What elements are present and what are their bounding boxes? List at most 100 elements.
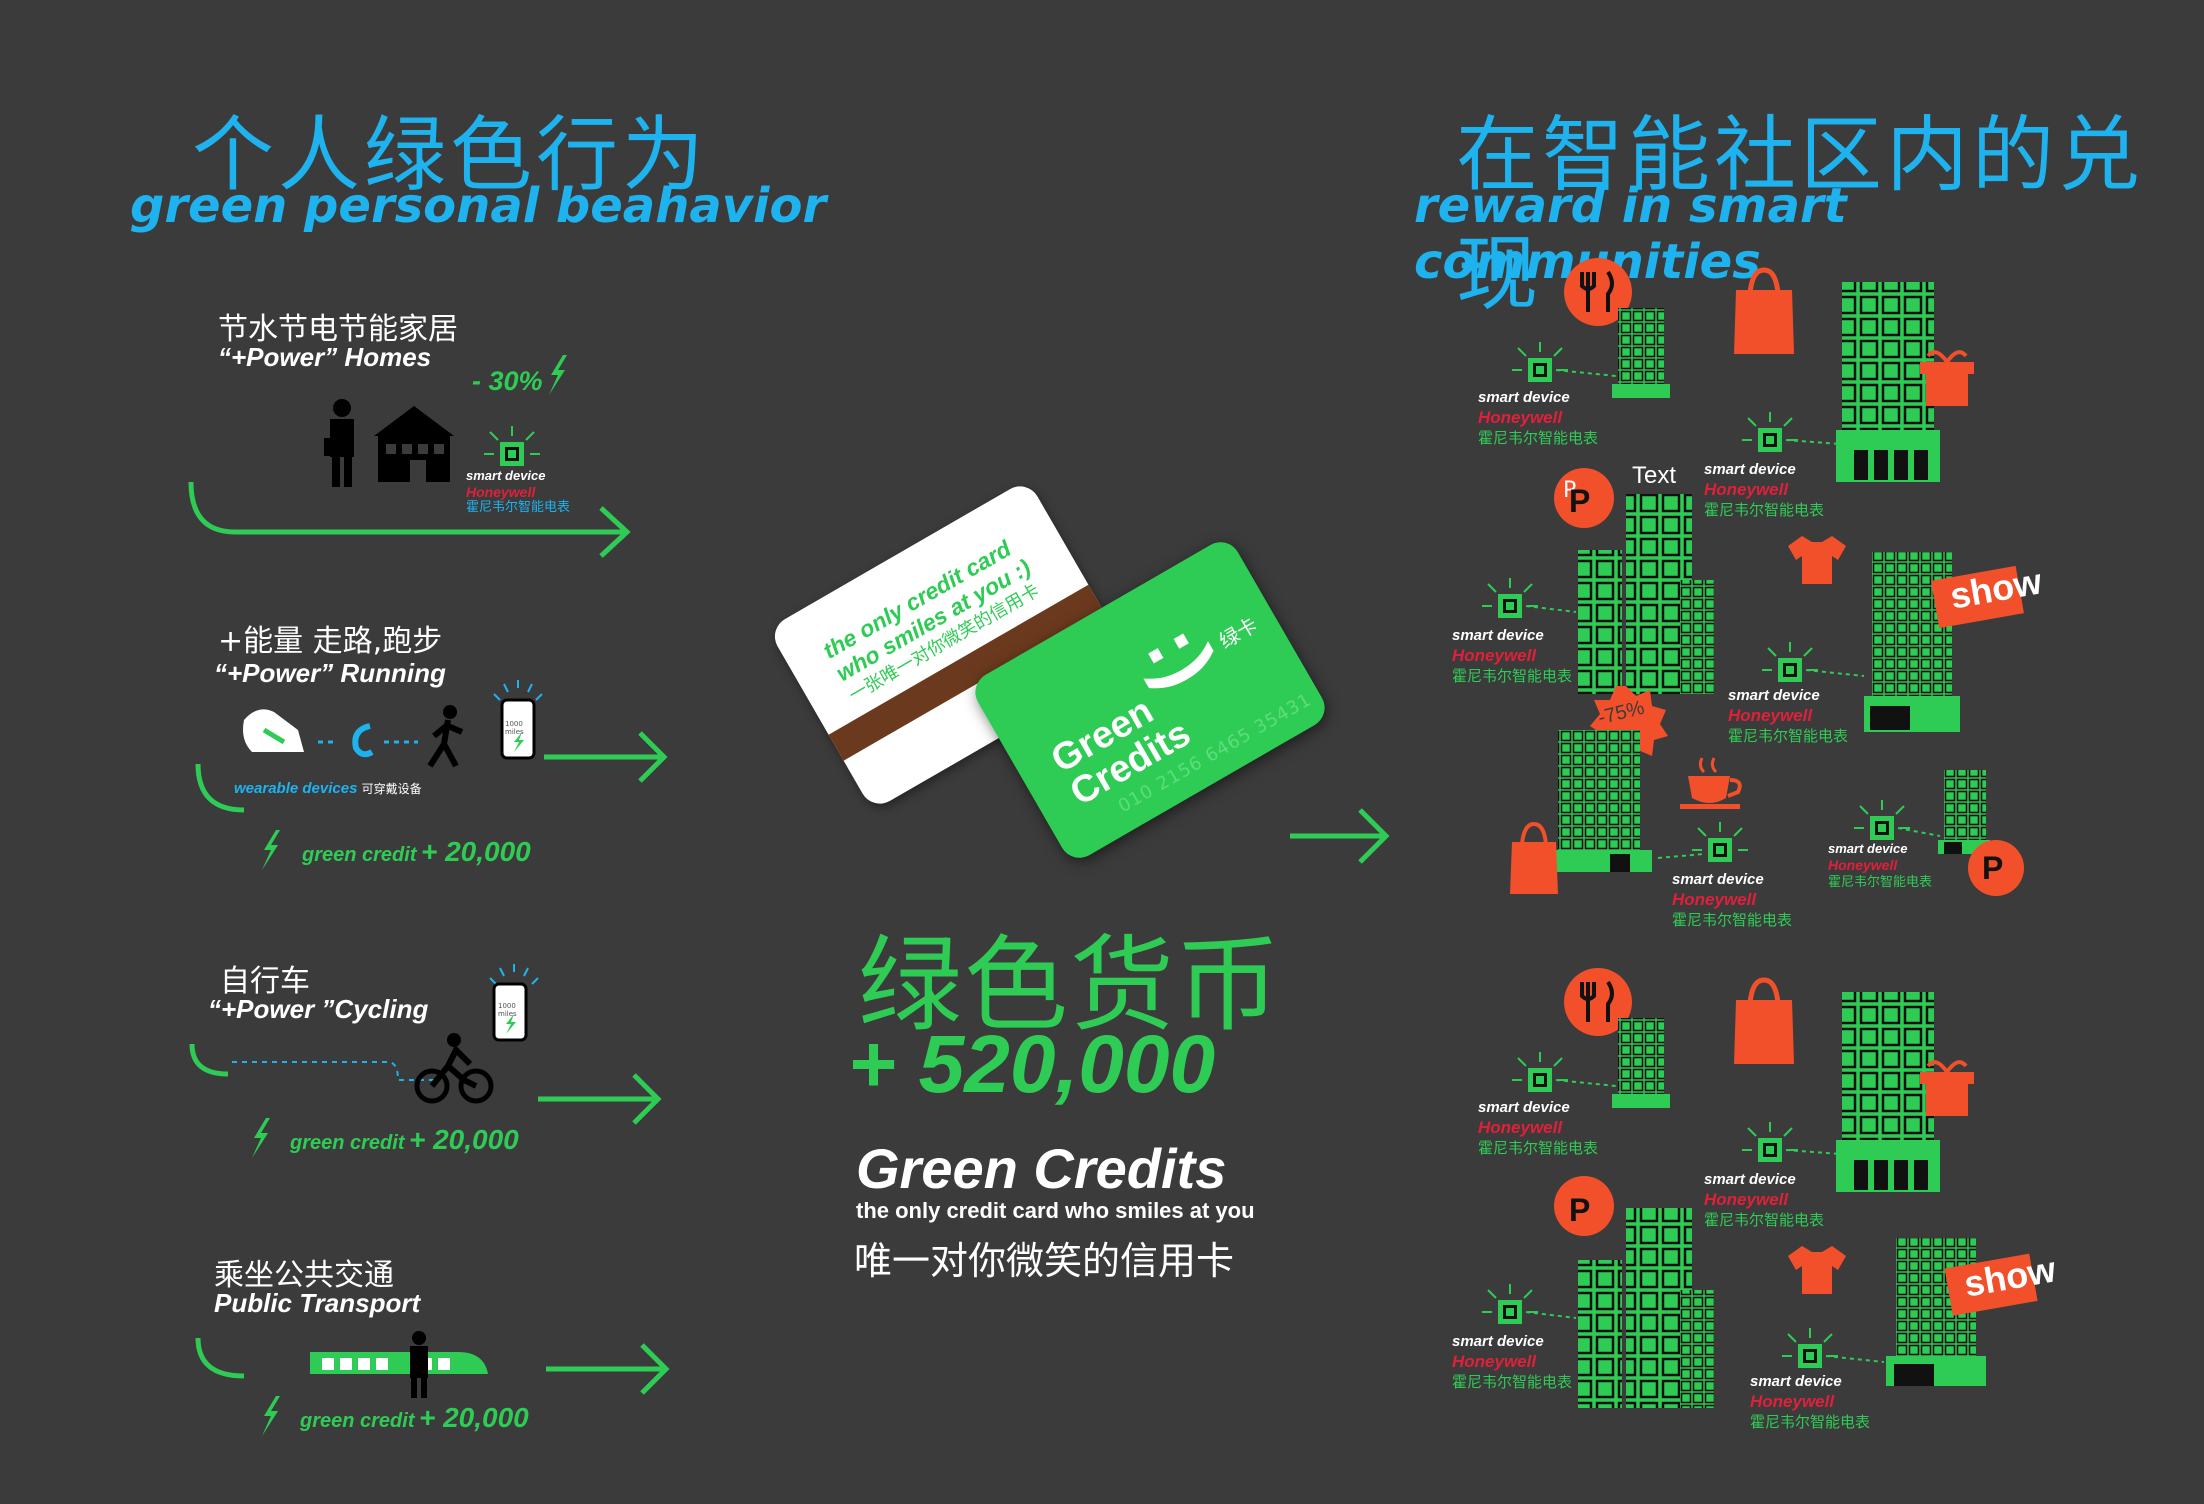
credit-label: green credit	[302, 844, 417, 866]
device-cn: 霍尼韦尔智能电表	[1750, 1413, 1871, 1431]
device-cn: 霍尼韦尔智能电表	[1452, 1373, 1573, 1391]
device-brand: Honeywell	[1672, 890, 1757, 909]
device-cn: 霍尼韦尔智能电表	[1704, 501, 1825, 519]
phone-icon	[493, 680, 543, 760]
running-arrow	[544, 731, 668, 783]
shopping-bag-icon	[1510, 821, 1558, 894]
device-brand: Honeywell	[1704, 1190, 1789, 1209]
credit-value: + 20,000	[418, 1402, 529, 1433]
cycling-label-en: “+Power ”Cycling	[208, 994, 429, 1024]
homes-arrow	[188, 481, 631, 558]
text-placeholder: Text	[1632, 462, 1677, 489]
credit-value: + 20,000	[408, 1124, 519, 1155]
cycling-credit: green credit + 20,000	[290, 1124, 519, 1156]
currency-value: + 520,000	[848, 1019, 1216, 1110]
credit-value: + 20,000	[420, 836, 531, 867]
wearable-label-cn: 可穿戴设备	[361, 782, 422, 796]
bolt-icon	[262, 1396, 280, 1436]
parking-letter: P	[1569, 483, 1591, 519]
left-title-en: green personal beahavior	[130, 178, 827, 234]
bolt-icon	[252, 1118, 270, 1158]
cycling-phone-text: 1000 miles	[498, 1002, 517, 1018]
cycling-label-cn: 自行车	[220, 964, 310, 999]
homes-saving: - 30%	[472, 366, 543, 396]
device-en: smart device	[466, 468, 546, 483]
credit-label: green credit	[290, 1132, 405, 1154]
train-icon	[195, 1331, 488, 1398]
brand-name: Green Credits	[856, 1137, 1227, 1200]
phone-icon	[489, 964, 539, 1042]
device-brand: Honeywell	[1478, 408, 1563, 427]
cycling-path	[189, 1043, 434, 1081]
tshirt-icon	[1788, 1246, 1846, 1294]
center-arrow	[1290, 808, 1390, 864]
credit-label: green credit	[300, 1410, 415, 1432]
device-brand: Honeywell	[1750, 1392, 1835, 1411]
running-devices-icons	[243, 705, 464, 768]
running-label-cn: +能量 走路,跑步	[218, 624, 443, 659]
bolt-icon	[262, 830, 280, 870]
running-phone-text: 1000 miles	[505, 720, 524, 736]
device-cn: 霍尼韦尔智能电表	[466, 500, 571, 515]
right-title-en: reward in smart communities	[1414, 178, 1847, 290]
homes-label-cn: 节水节电节能家居	[218, 312, 458, 347]
transport-arrow	[546, 1343, 670, 1395]
device-brand: Honeywell	[1452, 646, 1537, 665]
right-title-cn: 在智能社区内的兑现	[1456, 108, 2145, 322]
shopping-bag-icon	[1734, 977, 1794, 1064]
wearable-label-en: wearable devices	[234, 780, 358, 797]
gift-icon	[1920, 1060, 1974, 1116]
community-block-bottom	[1481, 968, 2038, 1408]
restaurant-icon	[1564, 258, 1632, 326]
gift-icon	[1920, 350, 1974, 406]
device-en: smart device	[1704, 1171, 1796, 1188]
show-badge	[1930, 565, 2024, 629]
device-en: smart device	[1452, 627, 1544, 644]
smart-meter-icon	[483, 425, 541, 467]
wearable-label: wearable devices 可穿戴设备	[234, 780, 422, 797]
device-cn: 霍尼韦尔智能电表	[1704, 1211, 1825, 1229]
device-en: smart device	[1728, 687, 1820, 704]
cycling-arrow	[538, 1073, 662, 1125]
parking-icon	[1968, 840, 2024, 896]
tshirt-icon	[1788, 536, 1846, 584]
bolt-icon	[549, 355, 567, 395]
brand-tagline-cn: 唯一对你微笑的信用卡	[854, 1239, 1235, 1283]
device-cn: 霍尼韦尔智能电表	[1728, 727, 1849, 745]
device-en: smart device	[1828, 841, 1908, 856]
community-block-top	[1481, 258, 2024, 896]
device-brand: Honeywell	[1478, 1118, 1563, 1137]
currency-title-cn: 绿色货币	[858, 924, 1283, 1046]
device-brand: Honeywell	[1728, 706, 1813, 725]
restaurant-icon	[1564, 968, 1632, 1036]
parking-p: P	[1563, 478, 1577, 503]
device-cn: 霍尼韦尔智能电表	[1828, 875, 1933, 890]
show-badge	[1944, 1253, 2038, 1316]
transport-label-cn: 乘坐公共交通	[214, 1258, 394, 1293]
parking-letter-3: P	[1569, 1192, 1591, 1228]
homes-device: smart device Honeywell 霍尼韦尔智能电表	[466, 468, 570, 516]
device-brand: Honeywell	[1704, 480, 1789, 499]
device-brand: Honeywell	[1452, 1352, 1537, 1371]
coffee-cup-icon	[1680, 757, 1742, 809]
running-label-en: “+Power” Running	[214, 658, 446, 688]
device-en: smart device	[1452, 1333, 1544, 1350]
shopping-bag-icon	[1734, 267, 1794, 354]
homes-person-house-icon	[324, 399, 454, 487]
device-cn: 霍尼韦尔智能电表	[1478, 1139, 1599, 1157]
card-front-name: Green Credits	[1044, 681, 1197, 814]
left-title-cn: 个人绿色行为	[192, 108, 709, 203]
device-cn: 霍尼韦尔智能电表	[1452, 667, 1573, 685]
homes-label-en: “+Power” Homes	[218, 342, 432, 372]
running-credit: green credit + 20,000	[302, 836, 531, 868]
transport-label-en: Public Transport	[214, 1288, 421, 1318]
parking-icon	[1554, 1176, 1614, 1236]
parking-icon	[1554, 468, 1614, 528]
